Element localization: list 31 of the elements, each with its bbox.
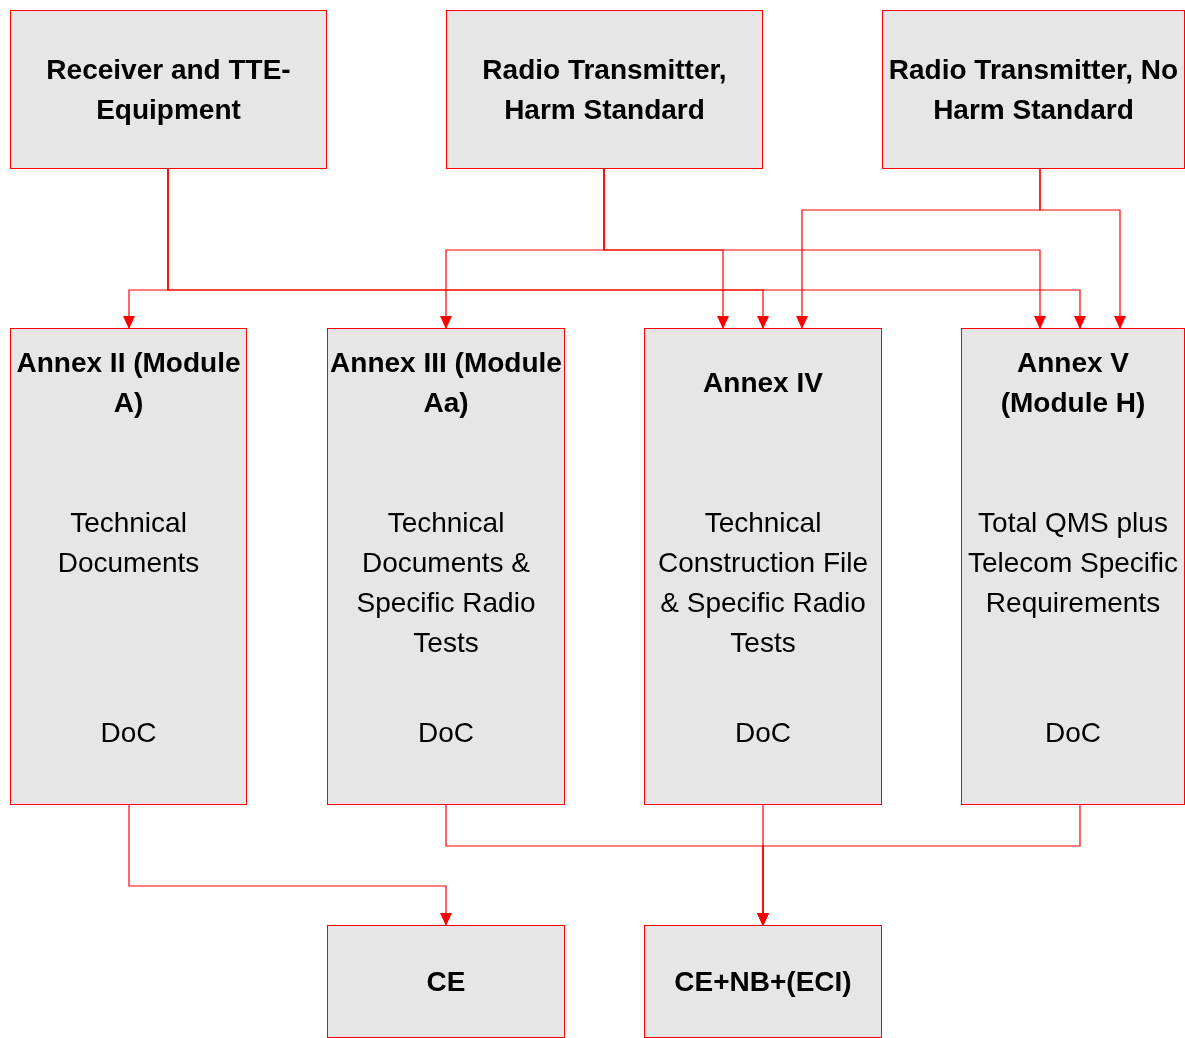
annex-box	[961, 328, 1185, 805]
arrow	[603, 168, 1046, 329]
annex-heading: Annex II (Module A)	[15, 346, 242, 420]
declaration-label: DoC	[100, 716, 157, 750]
annex-description: Technical Documents & Specific Radio Tests	[356, 507, 536, 658]
arrow	[757, 804, 1081, 926]
arrow	[128, 804, 452, 926]
annex-description: Technical Construction File & Specific Radio Tests	[657, 507, 869, 658]
marking-box	[644, 925, 882, 1038]
annex-description: Total QMS plus Telecom Specific Requirements	[967, 507, 1179, 618]
declaration-label: DoC	[1045, 716, 1101, 750]
declaration-label: DoC	[735, 716, 791, 750]
marking-label: CE	[426, 964, 466, 999]
annex-box	[327, 328, 565, 805]
equipment-label: Receiver and TTE-Equipment	[45, 52, 292, 127]
marking-label: CE+NB+(ECI)	[674, 964, 852, 999]
arrow	[167, 168, 1086, 329]
equipment-box	[882, 10, 1185, 169]
annex-description: Technical Documents	[57, 507, 200, 578]
equipment-box	[10, 10, 327, 169]
declaration-label: DoC	[418, 716, 474, 750]
marking-box	[327, 925, 565, 1038]
annex-heading: Annex IV	[703, 366, 823, 400]
annex-heading: Annex V (Module H)	[999, 346, 1147, 420]
equipment-label: Radio Transmitter, No Harm Standard	[887, 52, 1180, 127]
annex-heading: Annex III (Module Aa)	[329, 346, 563, 420]
annex-box	[10, 328, 247, 805]
equipment-label: Radio Transmitter, Harm Standard	[481, 52, 728, 127]
equipment-box	[446, 10, 763, 169]
annex-box	[644, 328, 882, 805]
arrow	[1039, 168, 1126, 329]
